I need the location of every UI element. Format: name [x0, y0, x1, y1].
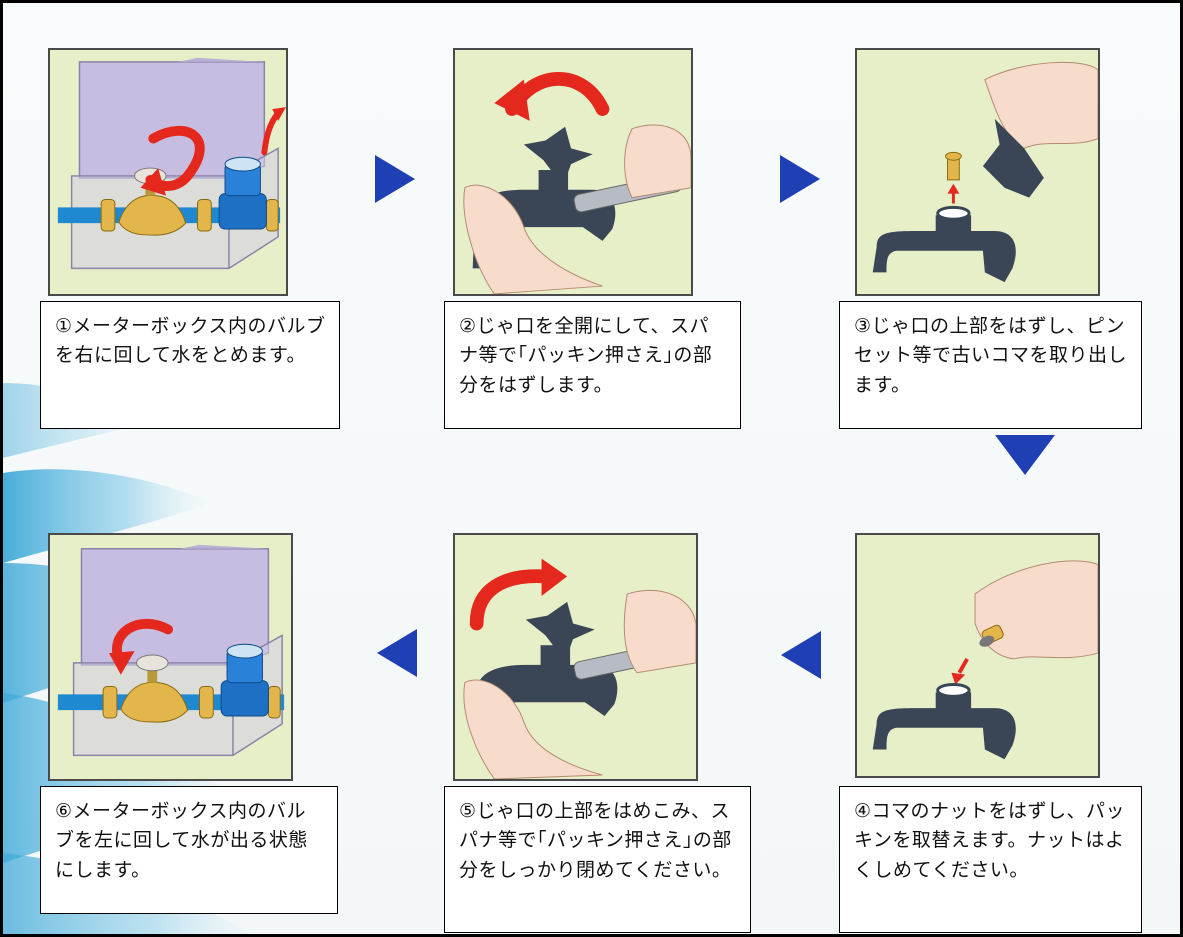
step3-illustration: [855, 48, 1100, 296]
red-turn-right-arrow-icon: [140, 107, 286, 196]
replace-packing-icon: [872, 560, 1098, 760]
step2-caption: ②じゃ口を全開にして、スパナ等で｢パッキン押さえ｣の部分をはずします。: [444, 301, 741, 429]
meter-box-icon: [57, 544, 285, 757]
step4-illustration: [855, 533, 1100, 778]
remove-washer-icon: [872, 61, 1098, 283]
step1-illustration: [48, 48, 288, 296]
step5-caption: ⑤じゃ口の上部をはめこみ、スパナ等で｢パッキン押さえ｣の部分をしっかり閉めてくだ…: [444, 786, 751, 933]
wrench-tighten-icon: [463, 558, 696, 779]
step6-illustration: [48, 533, 293, 781]
step3-caption: ③じゃ口の上部をはずし、ピンセット等で古いコマを取り出します。: [839, 301, 1142, 429]
step5-illustration: [453, 533, 698, 781]
step6-caption: ⑥メーターボックス内のバルブを左に回して水が出る状態にします。: [40, 786, 338, 914]
step2-illustration: [453, 48, 693, 296]
flow-arrow-left-icon: [377, 629, 417, 677]
wrench-loosen-icon: [463, 71, 691, 294]
meter-box-icon: [57, 57, 281, 270]
flow-arrow-down-icon: [995, 435, 1055, 475]
step4-caption: ④コマのナットをはずし、パッキンを取替えます。ナットはよくしめてください。: [839, 786, 1142, 933]
red-turn-left-arrow-icon: [109, 619, 173, 675]
flow-arrow-right-icon: [780, 155, 820, 203]
flow-arrow-left-icon: [781, 631, 821, 679]
step1-caption: ①メーターボックス内のバルブを右に回して水をとめます。: [40, 301, 340, 429]
flow-arrow-right-icon: [375, 155, 415, 203]
